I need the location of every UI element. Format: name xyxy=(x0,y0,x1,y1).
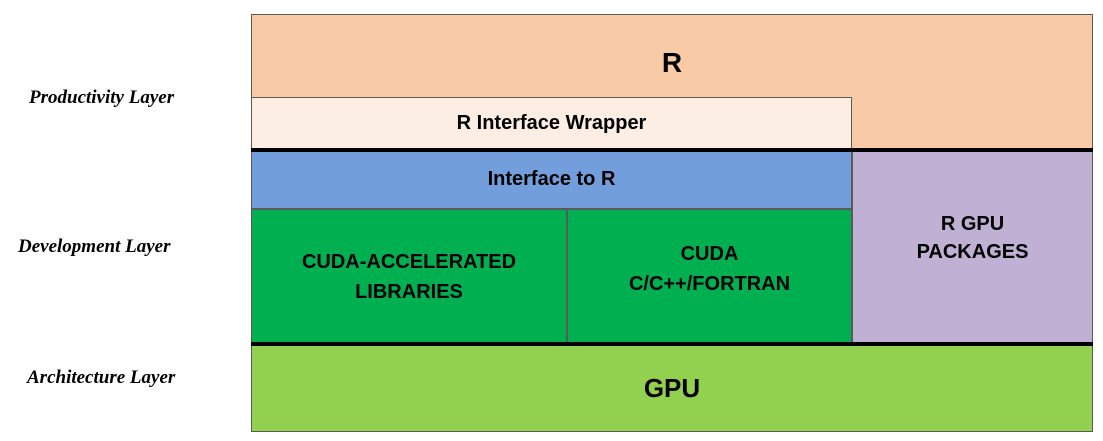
layer-divider-top xyxy=(251,148,1093,152)
r-gpu-packages-label-line-1: R GPU xyxy=(940,213,1005,235)
interface-to-r-box: Interface to R xyxy=(251,150,852,209)
gpu-label: GPU xyxy=(643,372,701,403)
cuda-languages-label-line-2: C/C++/FORTRAN xyxy=(628,272,791,295)
interface-to-r-label: Interface to R xyxy=(487,168,616,190)
r-interface-wrapper-label: R Interface Wrapper xyxy=(456,112,647,134)
r-box-label: R xyxy=(661,47,683,78)
gpu-box: GPU xyxy=(251,344,1093,432)
architecture-layer-label: Architecture Layer xyxy=(27,367,176,388)
r-interface-wrapper-box: R Interface Wrapper xyxy=(251,97,852,150)
development-layer-label: Development Layer xyxy=(18,236,171,257)
cuda-libraries-label-line-2: LIBRARIES xyxy=(355,280,463,303)
r-gpu-packages-box: R GPU PACKAGES xyxy=(852,150,1093,344)
productivity-layer-label: Productivity Layer xyxy=(29,87,175,108)
layer-divider-bottom xyxy=(251,342,1093,346)
cuda-accelerated-libraries-box: CUDA-ACCELERATED LIBRARIES xyxy=(251,209,567,344)
cuda-languages-box: CUDA C/C++/FORTRAN xyxy=(567,209,852,344)
r-gpu-packages-label-line-2: PACKAGES xyxy=(916,241,1029,263)
cuda-libraries-label-line-1: CUDA-ACCELERATED xyxy=(301,250,517,273)
cuda-languages-label-line-1: CUDA xyxy=(680,242,739,265)
